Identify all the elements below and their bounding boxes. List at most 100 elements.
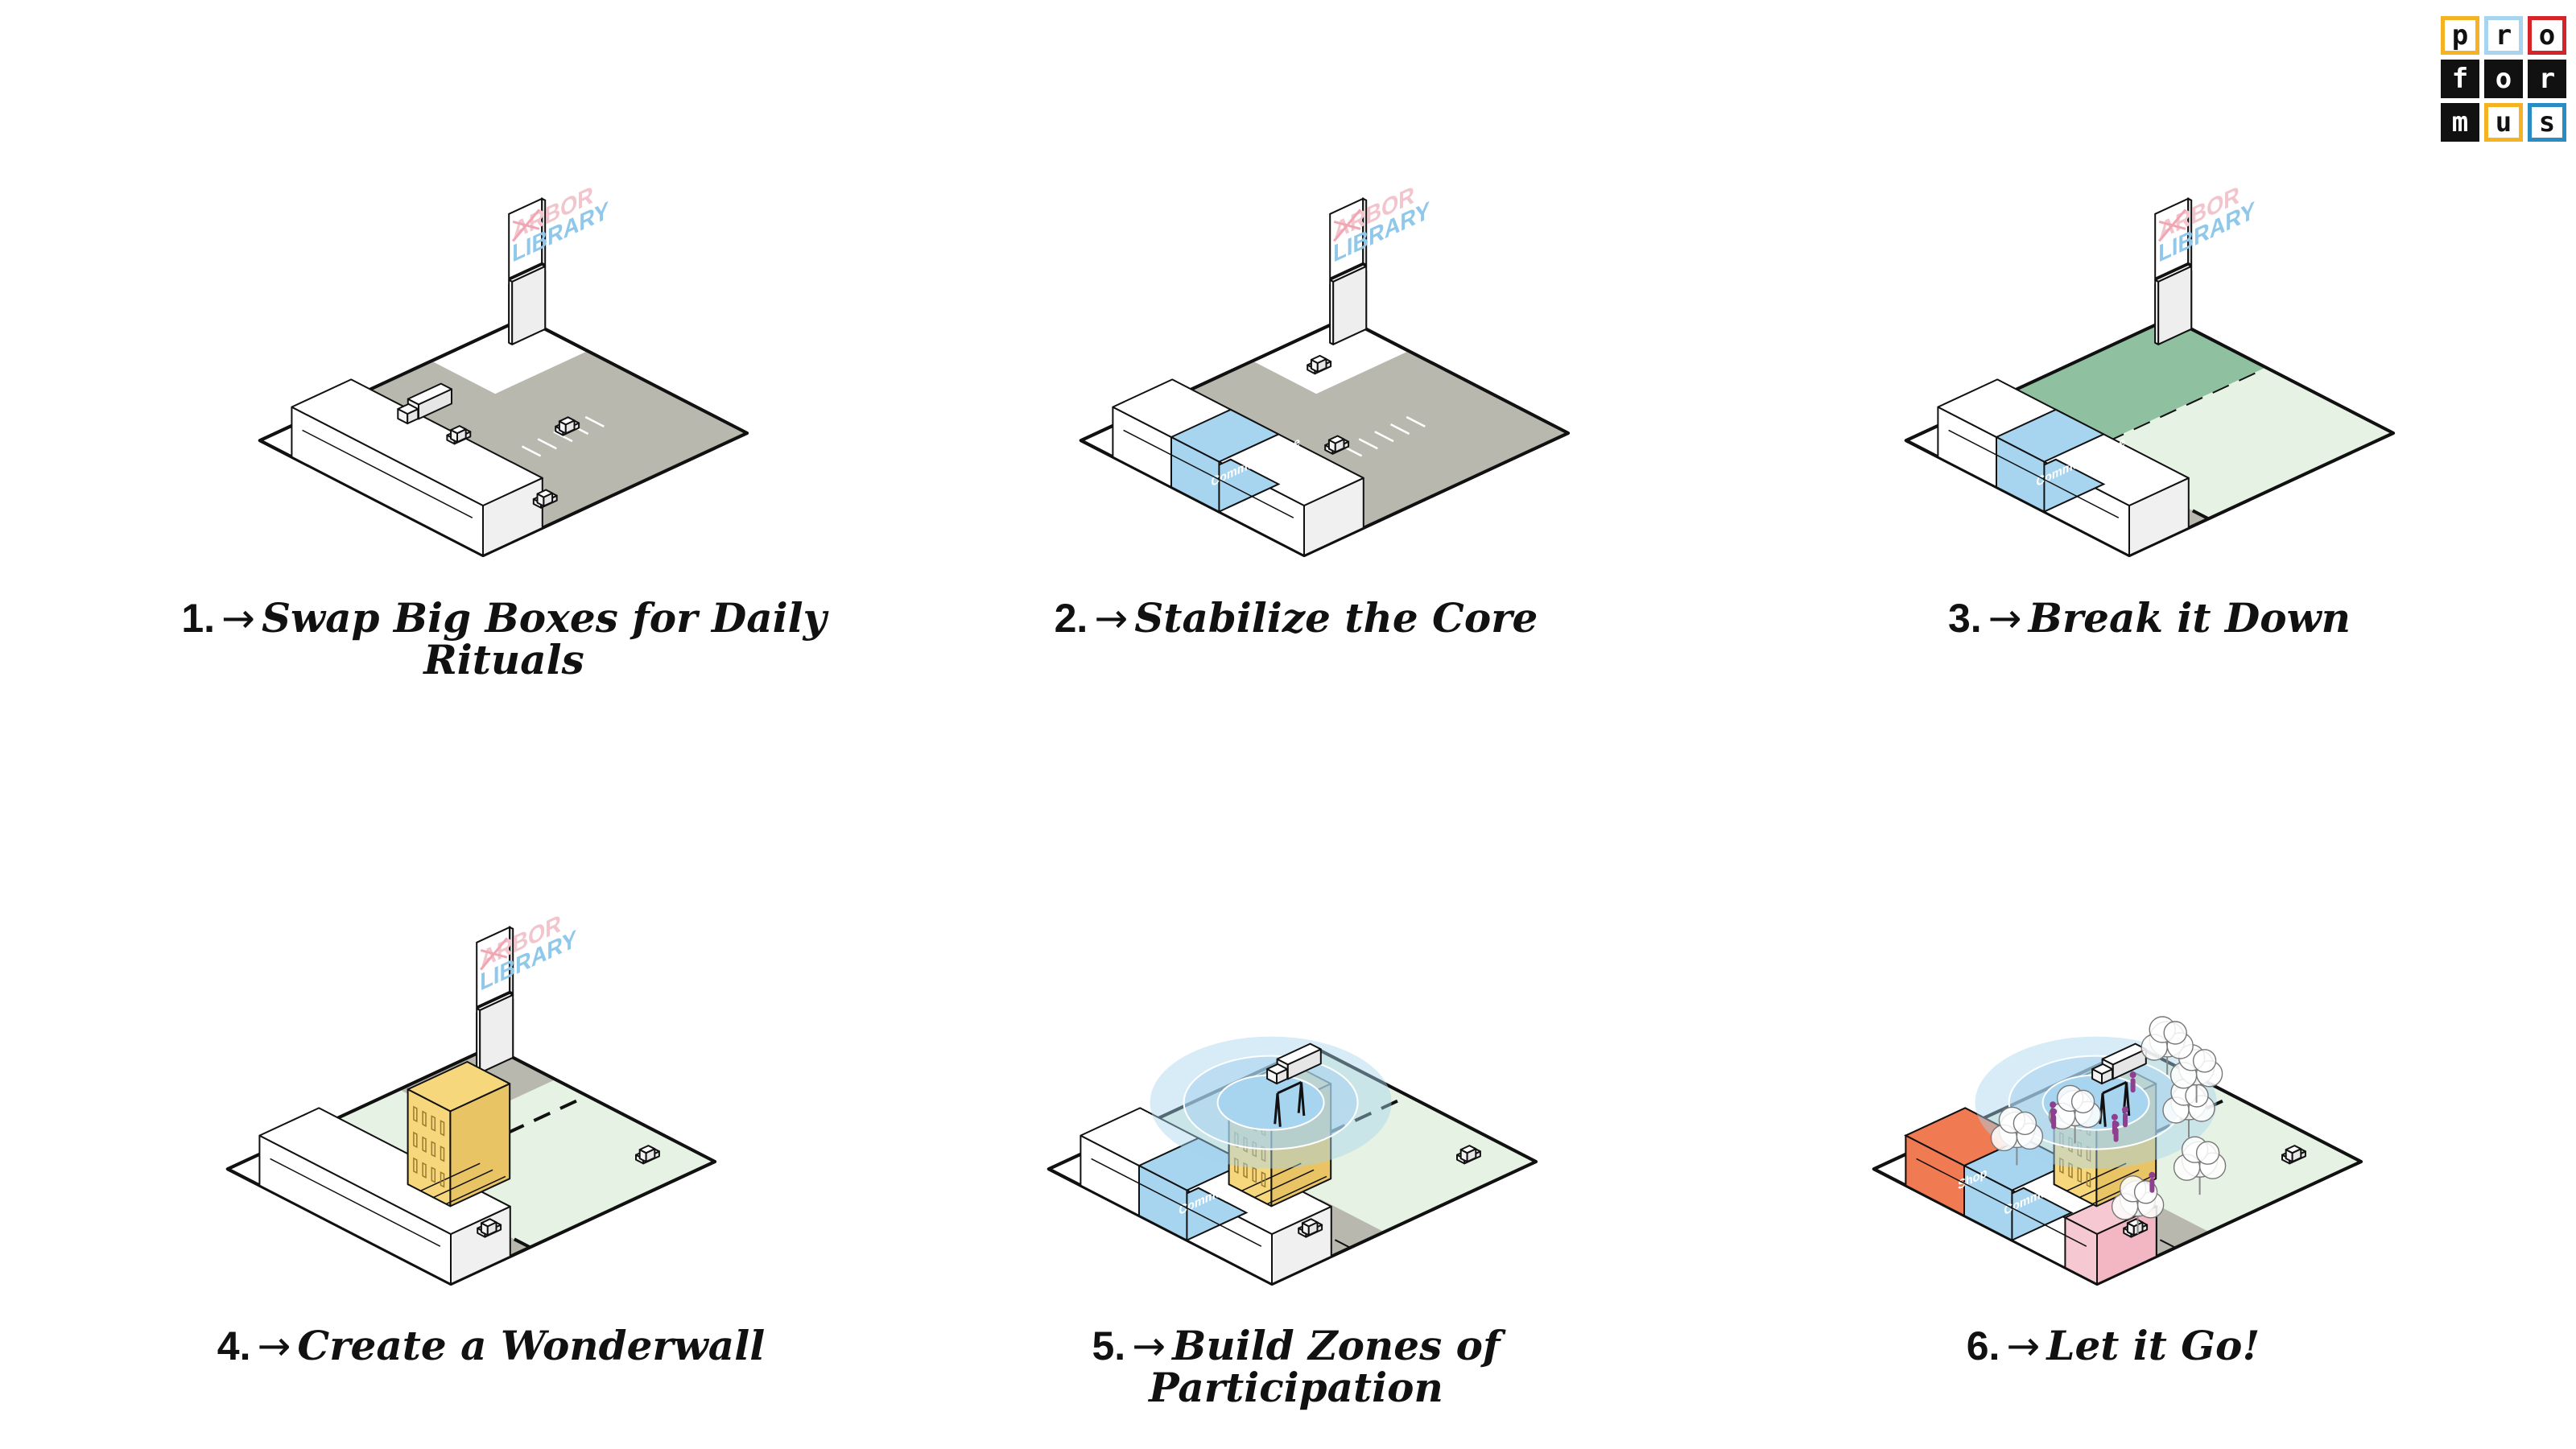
person-icon [2149, 1171, 2156, 1193]
window [1261, 1171, 1266, 1188]
swing-set-icon [1274, 1080, 1306, 1127]
roof-ridge [1241, 1162, 1302, 1192]
participation-zone [1150, 1036, 1392, 1169]
person-head [2111, 1113, 2118, 1121]
person-icon [2111, 1113, 2118, 1135]
window [422, 1162, 427, 1179]
tree-icon [2140, 1016, 2194, 1075]
logo-letter: u [2484, 103, 2523, 142]
car-icon [555, 416, 580, 436]
logo-letter: r [2484, 16, 2523, 55]
step-title: Break it Down [2028, 594, 2351, 642]
food-truck-icon [1266, 1042, 1322, 1085]
box-top-face [1327, 435, 1345, 444]
strip-mall: Community Use [1937, 378, 2190, 556]
swing-beam [2102, 1080, 2128, 1095]
person-head [2122, 1106, 2128, 1113]
box-top-face [1266, 1063, 1289, 1075]
step-number: 3. [1947, 596, 1982, 641]
sign-crossbar [1329, 263, 1368, 345]
wonderwall-block [407, 1061, 511, 1208]
car-icon [477, 1218, 502, 1238]
person-body [2123, 1113, 2128, 1128]
window [431, 1115, 436, 1132]
step-number: 2. [1054, 596, 1088, 641]
step-number: 6. [1966, 1323, 2000, 1368]
tree-canopy [2013, 1111, 2037, 1136]
car-cabin [638, 1145, 656, 1163]
person-icon [2122, 1106, 2128, 1128]
canopy-line [1938, 456, 2130, 556]
car-cabin [1459, 1145, 1477, 1163]
person-body [2130, 1078, 2136, 1093]
box-top-face [450, 425, 467, 435]
zone-inner-ring [1216, 1074, 1325, 1131]
canopy-edge [270, 1158, 441, 1247]
car-icon [1298, 1218, 1323, 1238]
sign-strike [512, 208, 541, 242]
car-icon [1456, 1145, 1481, 1165]
step-caption-4: 4.→Create a Wonderwall [161, 1325, 821, 1368]
car-icon [446, 425, 472, 445]
person-body [2050, 1108, 2056, 1123]
sign-crossbar [508, 263, 547, 345]
car-cabin [558, 416, 576, 435]
logo-letter: m [2441, 103, 2479, 142]
canopy-line [259, 1184, 452, 1285]
window [1252, 1166, 1257, 1183]
parking-line [1374, 431, 1394, 443]
window [431, 1141, 436, 1158]
logo-letter: s [2528, 103, 2566, 142]
step-caption-2: 2.→Stabilize the Core [966, 596, 1626, 641]
box-top-face [480, 1218, 497, 1228]
box-top-face [558, 416, 576, 426]
sign-edge [1362, 197, 1368, 266]
box-top-face [407, 382, 452, 406]
box-top-face [407, 1061, 511, 1113]
window [413, 1131, 418, 1149]
box-top-face [1301, 1218, 1319, 1228]
step-caption-3: 3.→Break it Down [1819, 594, 2479, 642]
canopy-edge [302, 429, 473, 518]
sign-edge [541, 197, 547, 266]
arrow-icon: → [221, 595, 255, 642]
window [2077, 1166, 2083, 1183]
step-title: Let it Go! [2046, 1322, 2260, 1369]
strip-mall: Community Use [1112, 378, 1364, 556]
box-top-face [476, 992, 514, 1011]
box-top-face [397, 402, 419, 415]
roof-ridge [2079, 1169, 2140, 1199]
window [1234, 1157, 1239, 1174]
sign-crossbar [2154, 263, 2193, 345]
canopy-line [1905, 1184, 2098, 1285]
tree-icon [2048, 1084, 2102, 1144]
tree-canopy [2195, 1141, 2220, 1165]
sign-strike [2158, 208, 2187, 242]
car-cabin [2126, 1218, 2144, 1236]
tree-icon [2111, 1175, 2165, 1234]
window [440, 1120, 445, 1137]
car-cabin [1310, 354, 1327, 373]
box-top-face [1459, 1145, 1477, 1154]
parking-line [521, 445, 542, 457]
window [440, 1146, 445, 1162]
step-caption-5: 5.→Build Zones of Participation [966, 1325, 1626, 1409]
roof-ridge [420, 1162, 481, 1192]
canopy-line [1080, 1184, 1273, 1285]
car-icon [635, 1145, 660, 1165]
window [413, 1157, 418, 1174]
logo-letter: f [2441, 60, 2479, 98]
step-caption-1: 1.→Swap Big Boxes for Daily Rituals [174, 597, 834, 681]
truck-icon [397, 382, 452, 425]
swing-leg [1297, 1082, 1303, 1113]
parking-line [1406, 415, 1426, 428]
parking-line [537, 438, 557, 450]
window [2059, 1157, 2064, 1174]
car-icon [2281, 1145, 2306, 1165]
tree-icon [2169, 1044, 2223, 1103]
